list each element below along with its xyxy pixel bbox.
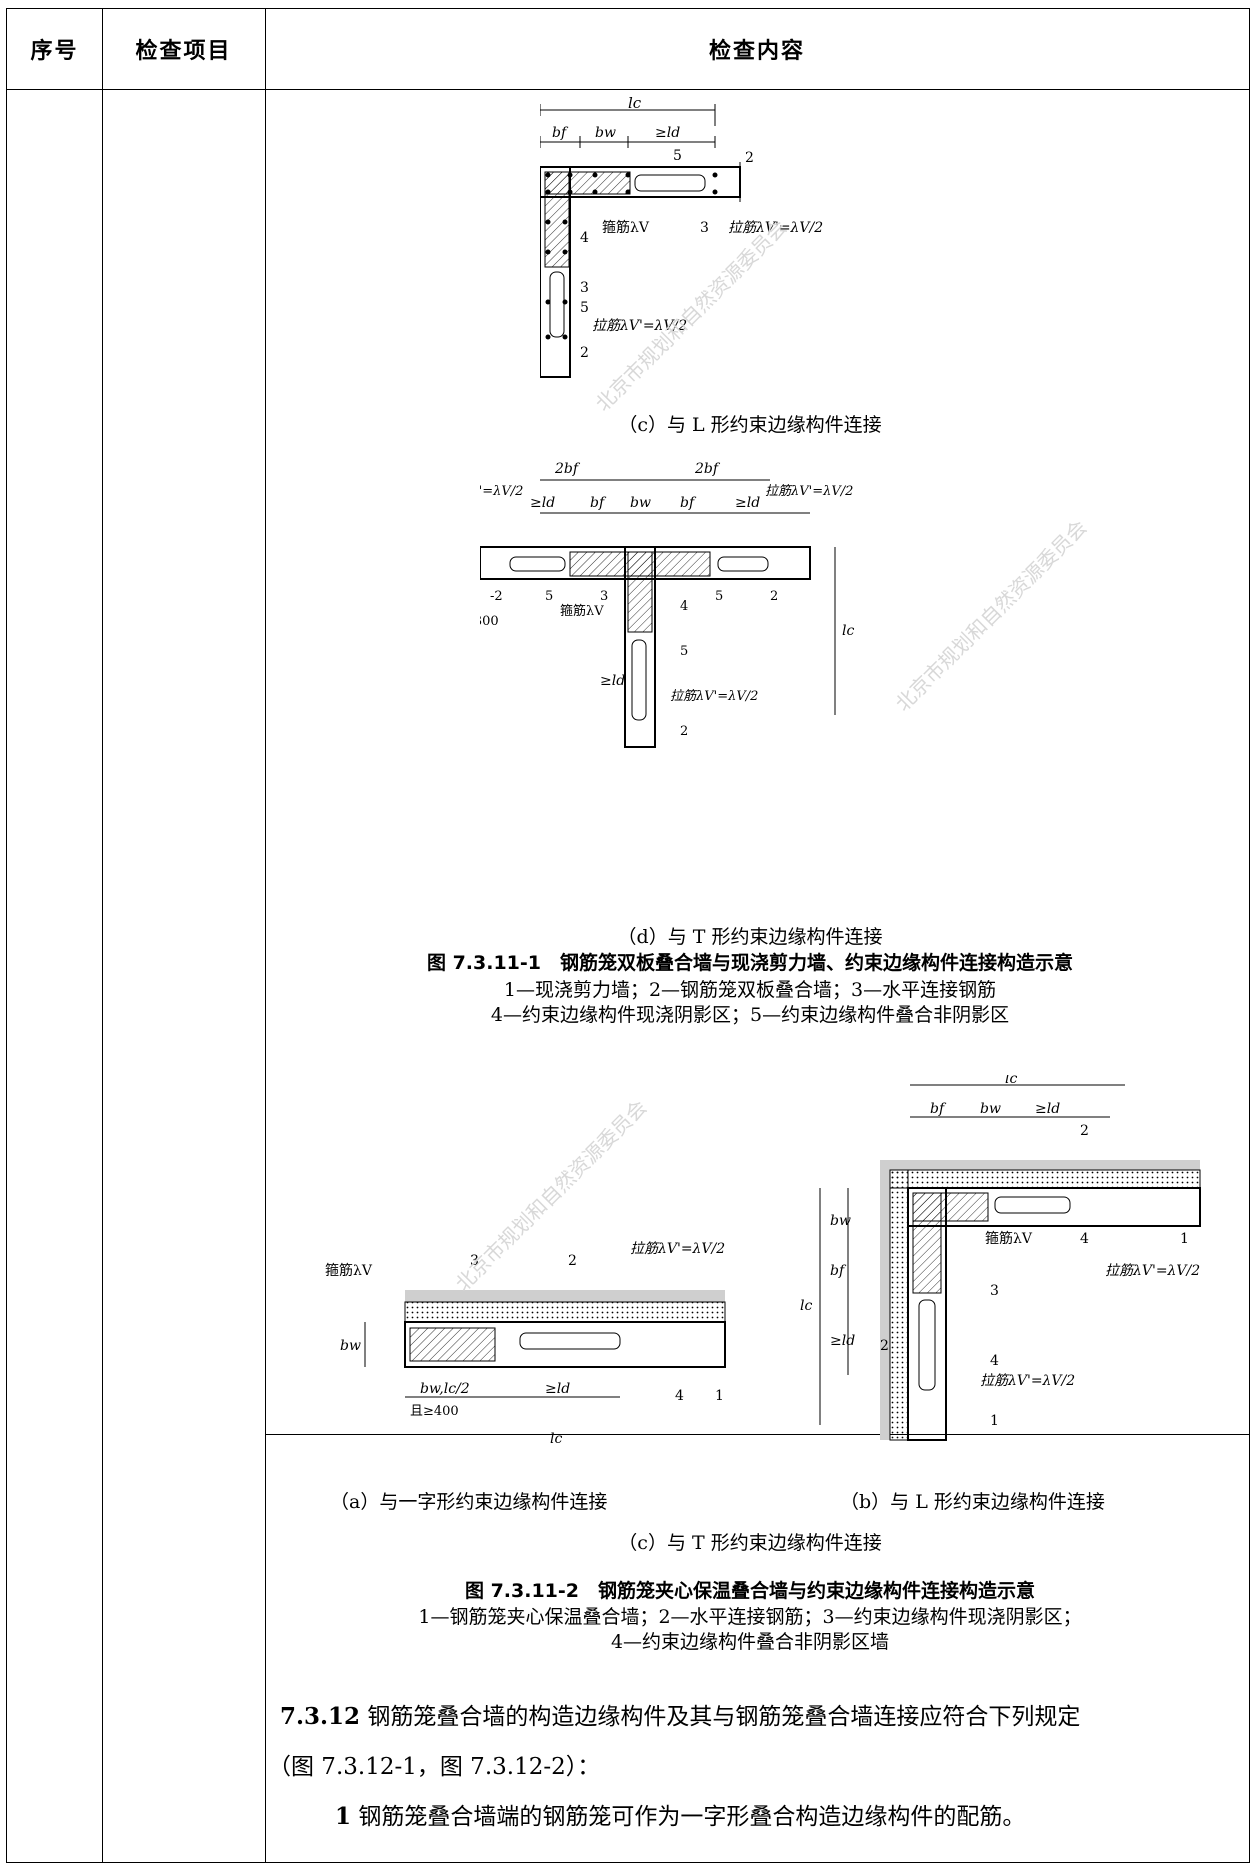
label-3: 3 <box>700 220 709 236</box>
label-1b: 1 <box>990 1413 999 1429</box>
header-seq: 序号 <box>30 39 79 64</box>
label-3: 3 <box>600 589 608 604</box>
dim-bf-v: bf <box>830 1263 847 1279</box>
dim-lc-left: lc <box>800 1298 812 1314</box>
dim-bf: bf <box>552 125 569 141</box>
label-3: 3 <box>990 1283 999 1299</box>
clause-paragraph: 7.3.12 钢筋笼叠合墙的构造边缘构件及其与钢筋笼叠合墙连接应符合下列规定 <box>280 1700 1080 1735</box>
label-4: 4 <box>675 1388 684 1404</box>
label-2: 2 <box>568 1253 577 1269</box>
caption-d: （d）与 T 形约束边缘构件连接 <box>617 926 883 948</box>
dim-300: 且≥300 <box>480 614 499 629</box>
row-divider <box>265 1434 1249 1435</box>
figure-title-1: 图 7.3.11-1 钢筋笼双板叠合墙与现浇剪力墙、约束边缘构件连接构造示意 <box>426 952 1074 974</box>
tie-bottom: 拉筋λV'=λV/2 <box>670 688 758 704</box>
label-5: 5 <box>673 148 682 164</box>
label-1: 1 <box>715 1388 724 1404</box>
clause-line2: （图 7.3.12-1，图 7.3.12-2）： <box>268 1754 601 1780</box>
dim-2bf-left: 2bf <box>554 461 581 477</box>
dim-lc: lc <box>842 623 854 639</box>
dim-bw-lc2: bw,lc/2 <box>420 1381 470 1397</box>
dim-bw: bw <box>340 1338 361 1354</box>
dim-ld: ≥ld <box>545 1381 570 1397</box>
label-5-bottom: 5 <box>680 644 688 659</box>
dim-bf: bf <box>930 1101 947 1117</box>
label-2b: 2 <box>580 345 589 361</box>
tie-label: 拉筋λV'=λV/2 <box>630 1241 725 1257</box>
stirrup-label: 箍筋λV <box>985 1230 1033 1247</box>
figure-d-t-shape: 2bf 2bf ≥ld bf bw bf ≥ld bf bw 且≥300 lc … <box>480 461 854 748</box>
dim-ld-left: ≥ld <box>530 495 555 511</box>
dim-lc: lc <box>628 94 642 112</box>
tie-left: 拉筋λV'=λV/2 <box>480 483 523 499</box>
dim-bf-1: bf <box>590 495 607 511</box>
label-2-left: -2 <box>490 589 503 604</box>
dim-bw: bw <box>980 1101 1001 1117</box>
dim-bw: bw <box>630 495 651 511</box>
stirrup-label: 箍筋λV <box>325 1262 373 1279</box>
figure-legend-2b: 4—约束边缘构件叠合非阴影区墙 <box>610 1631 890 1653</box>
clause-text: 钢筋笼叠合墙的构造边缘构件及其与钢筋笼叠合墙连接应符合下列规定 <box>367 1704 1081 1730</box>
figure-title-2: 图 7.3.11-2 钢筋笼夹心保温叠合墙与约束边缘构件连接构造示意 <box>464 1580 1036 1602</box>
figure-legend-1a: 1—现浇剪力墙；2—钢筋笼双板叠合墙；3—水平连接钢筋 <box>503 979 997 1001</box>
label-4: 4 <box>580 230 589 246</box>
dim-400: 且≥400 <box>410 1404 459 1419</box>
header-divider <box>7 89 1249 90</box>
stirrup-label: 箍筋λV <box>560 603 604 619</box>
dim-ld-v: ≥ld <box>600 673 625 689</box>
label-2b: 2 <box>880 1338 889 1354</box>
dim-ld-right: ≥ld <box>735 495 760 511</box>
label-3: 3 <box>470 1253 479 1269</box>
label-2-bottom: 2 <box>680 724 688 739</box>
label-3b: 3 <box>580 280 589 296</box>
tie-label-h: 拉筋λV'=λV/2 <box>1105 1263 1200 1279</box>
caption-a: （a）与一字形约束边缘构件连接 <box>330 1491 608 1513</box>
figure-a-straight: 箍筋λV 拉筋λV'=λV/2 bw bw,lc/2 且≥400 ≥ld lc … <box>325 1241 726 1447</box>
caption-c: （c）与 L 形约束边缘构件连接 <box>618 414 882 436</box>
clause-item-number: 1 <box>335 1803 352 1830</box>
label-4b: 4 <box>990 1353 999 1369</box>
header-content: 检查内容 <box>708 39 805 64</box>
tie-label-h: 拉筋λV'=λV/2 <box>728 220 823 236</box>
dim-lc-top: lc <box>1005 1075 1017 1087</box>
tie-right: 拉筋λV'=λV/2 <box>765 483 853 499</box>
dim-2bf-right: 2bf <box>694 461 721 477</box>
label-5-left: 5 <box>545 589 553 604</box>
tie-label-v: 拉筋λV'=λV/2 <box>980 1373 1075 1389</box>
figure-legend-1b: 4—约束边缘构件现浇阴影区；5—约束边缘构件叠合非阴影区 <box>490 1004 1010 1026</box>
table-frame: 序号 检查项目 检查内容 <box>6 8 1250 1863</box>
dim-lc: lc <box>550 1431 562 1447</box>
column-divider <box>265 9 266 1862</box>
label-1: 1 <box>1180 1231 1189 1247</box>
dim-ld: ≥ld <box>655 125 680 141</box>
clause-item: 1 钢筋笼叠合墙端的钢筋笼可作为一字形叠合构造边缘构件的配筋。 <box>335 1800 1025 1835</box>
figure-b-l-shape: lc bf bw ≥ld lc bw bf ≥ld 2 1 4 3 2 4 1 … <box>800 1075 1201 1441</box>
figure-c-l-shape: lc bf bw ≥ld 2 5 3 4 3 5 2 箍筋λV 拉筋λV'=λV… <box>540 94 823 378</box>
clause-item-text: 钢筋笼叠合墙端的钢筋笼可作为一字形叠合构造边缘构件的配筋。 <box>358 1804 1026 1830</box>
dim-bf-2: bf <box>680 495 697 511</box>
header-item: 检查项目 <box>135 39 232 64</box>
tie-label-v: 拉筋λV'=λV/2 <box>592 318 687 334</box>
caption-b: （b）与 L 形约束边缘构件连接 <box>840 1491 1105 1513</box>
figure-legend-2a: 1—钢筋笼夹心保温叠合墙；2—水平连接钢筋；3—约束边缘构件现浇阴影区； <box>418 1606 1082 1628</box>
dim-bw-v: bw <box>830 1213 851 1229</box>
caption-c2: （c）与 T 形约束边缘构件连接 <box>618 1532 882 1554</box>
column-divider <box>102 9 103 1862</box>
dim-ld: ≥ld <box>1035 1101 1060 1117</box>
dim-ld-v: ≥ld <box>830 1333 855 1349</box>
label-2-right: 2 <box>770 589 778 604</box>
label-4: 4 <box>680 599 688 614</box>
label-2: 2 <box>1080 1123 1089 1139</box>
dim-bw: bw <box>595 125 616 141</box>
clause-number: 7.3.12 <box>280 1703 361 1730</box>
label-2: 2 <box>745 150 754 166</box>
stirrup-label: 箍筋λV <box>602 219 650 236</box>
label-5b: 5 <box>580 300 589 316</box>
label-4: 4 <box>1080 1231 1089 1247</box>
label-5-right: 5 <box>715 589 723 604</box>
